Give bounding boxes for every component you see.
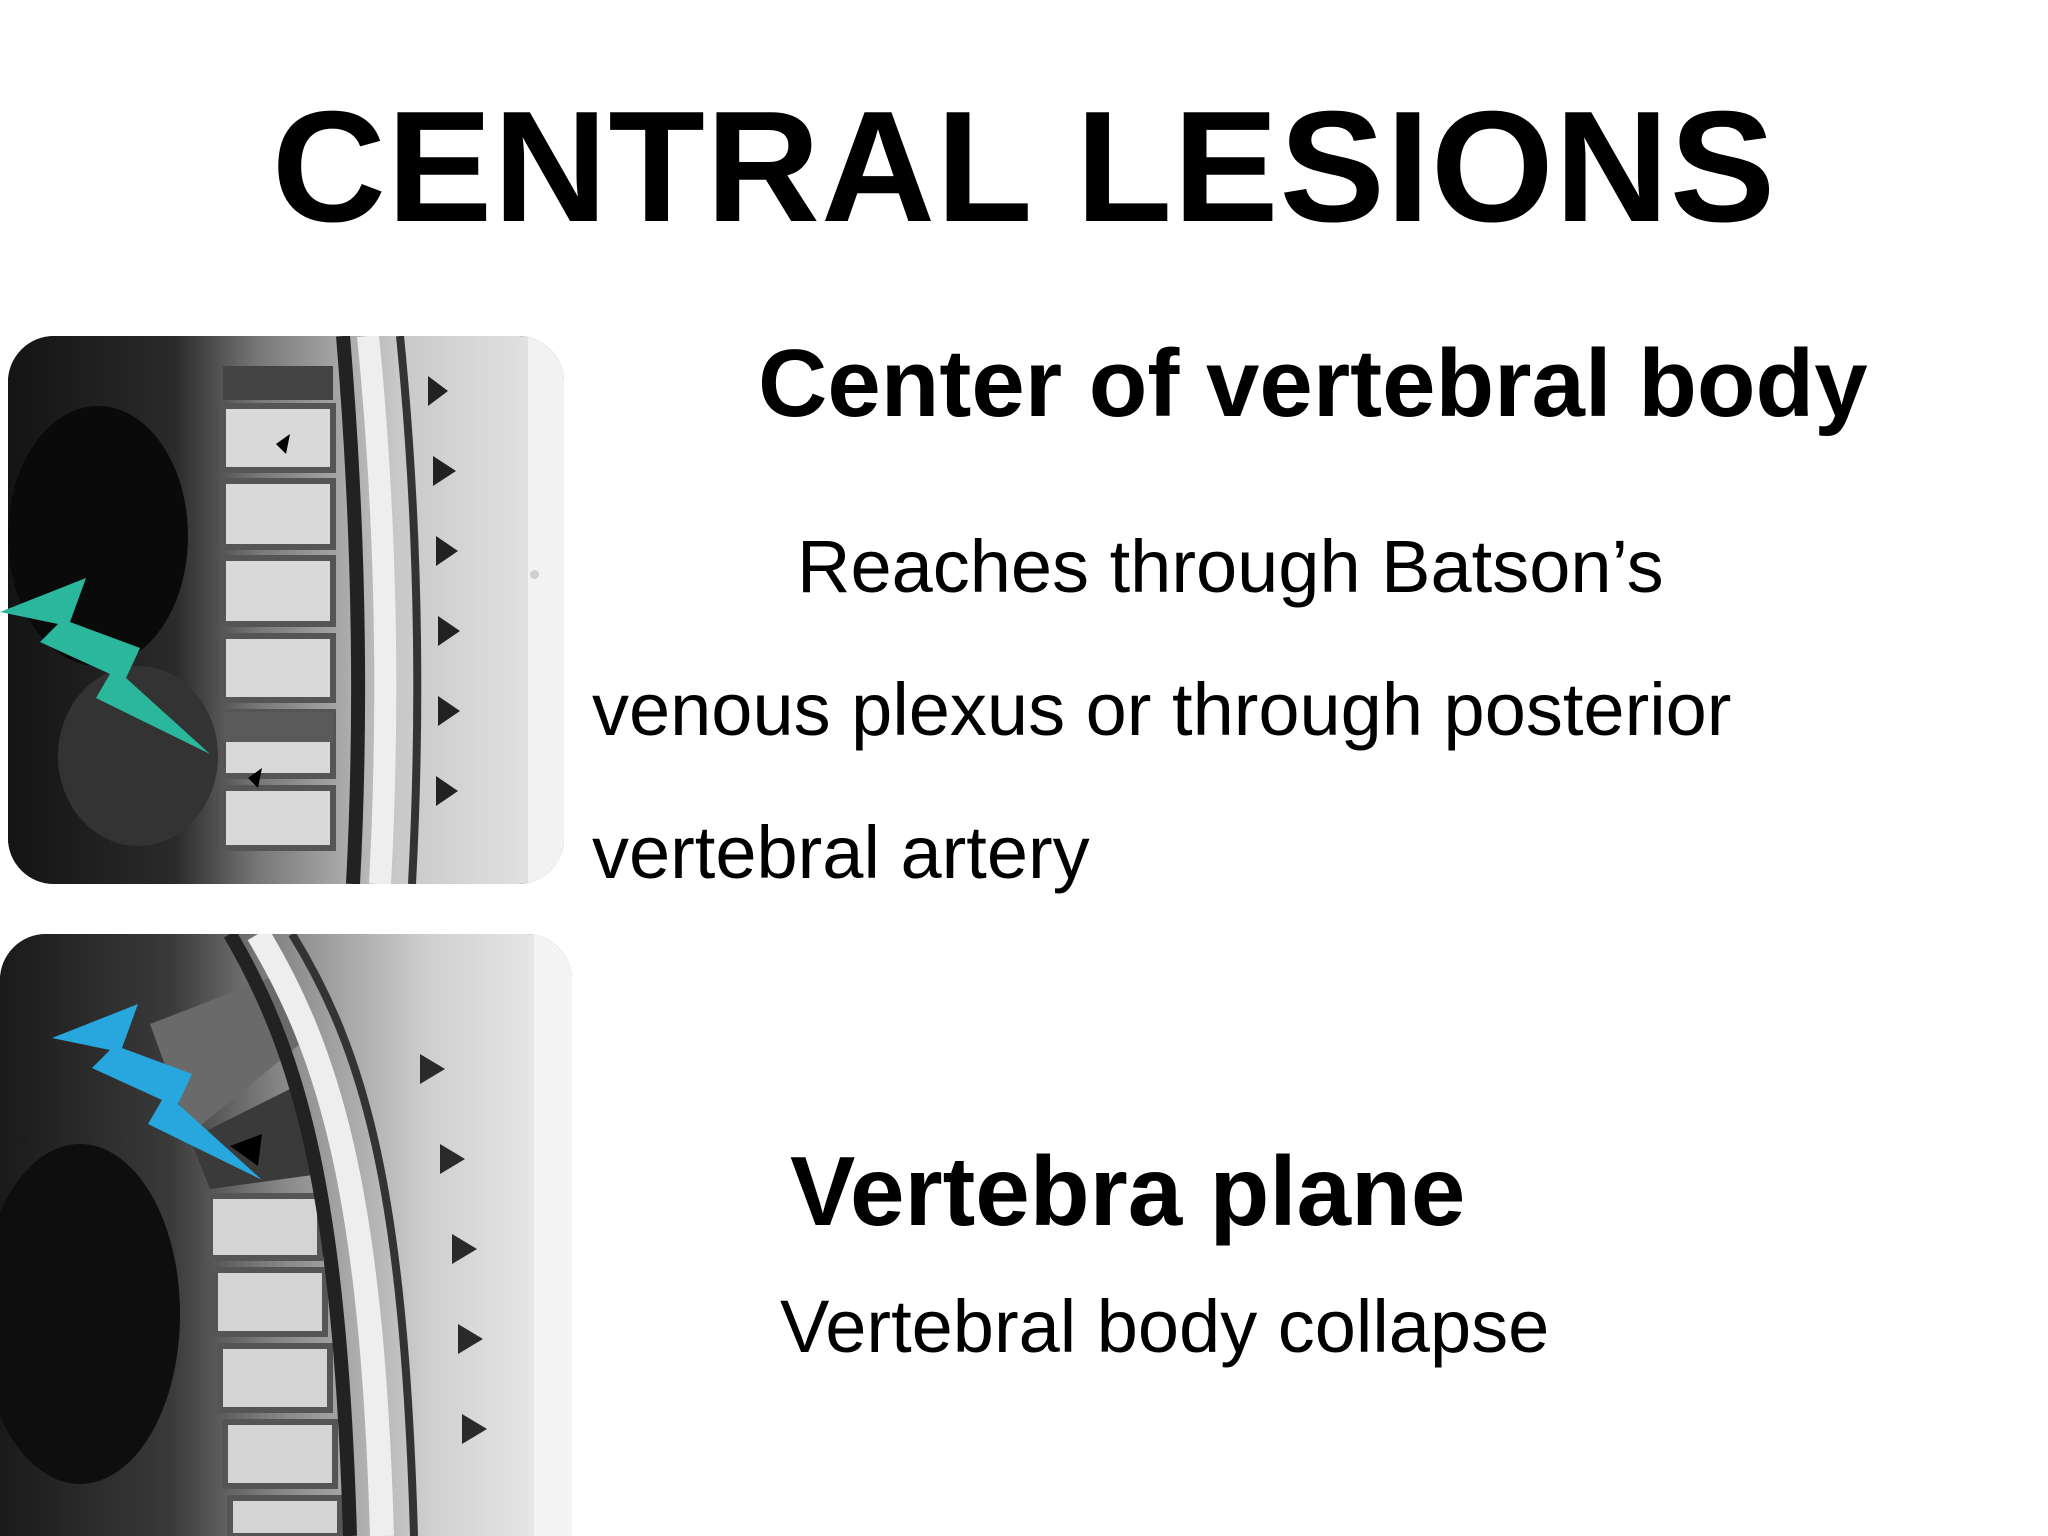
body-text-line: vertebral artery — [592, 811, 1090, 894]
lightning-bolt-icon — [52, 1004, 262, 1180]
body-text-line: Reaches through Batson’s — [797, 525, 1664, 608]
section-heading-center: Center of vertebral body — [758, 330, 1868, 437]
body-text-line: venous plexus or through posterior — [592, 668, 1732, 751]
body-text-line: Vertebral body collapse — [780, 1285, 1550, 1368]
section-heading-plane: Vertebra plane — [790, 1136, 1466, 1246]
bullet-dot — [530, 570, 539, 579]
slide-title: CENTRAL LESIONS — [271, 79, 1777, 255]
lightning-bolt-icon — [0, 578, 210, 754]
mri-image-sagittal-top — [8, 336, 564, 884]
